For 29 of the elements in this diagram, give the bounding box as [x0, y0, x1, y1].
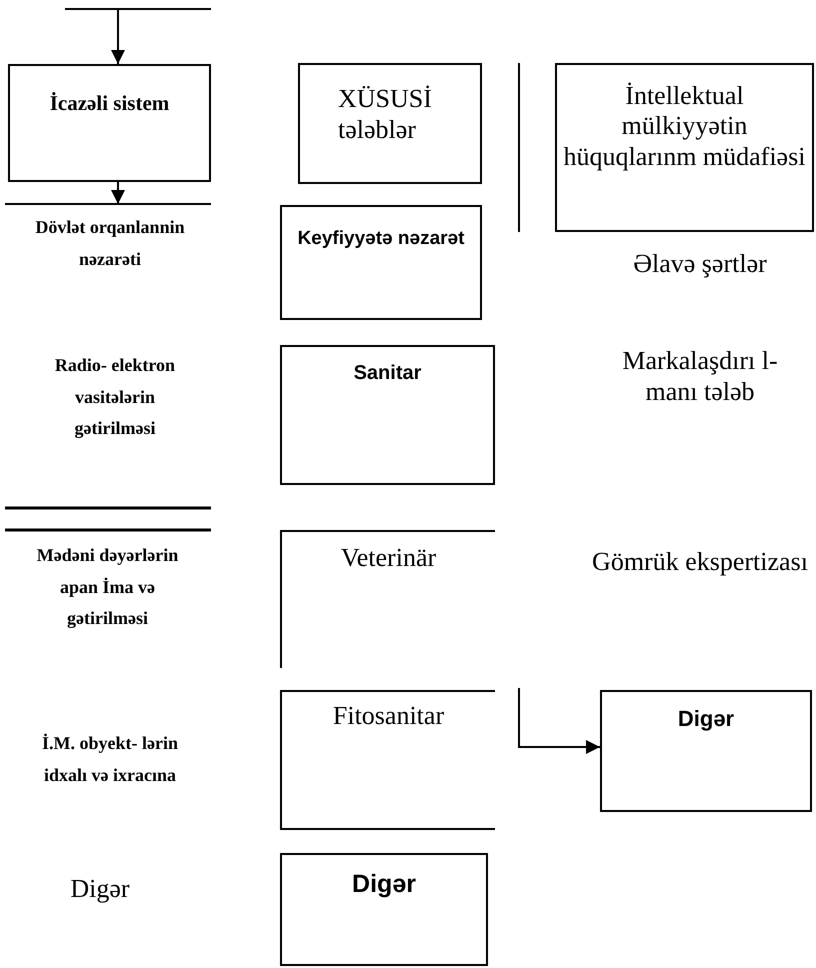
text-label: Markalaşdırı l- manı tələb — [621, 345, 779, 408]
box-label: Veterinär — [340, 542, 438, 574]
box-label: Sanitar — [352, 361, 422, 385]
process-box — [280, 530, 495, 668]
category-label: Dövlət orqanlannin nəzarəti — [34, 216, 186, 270]
process-box — [298, 63, 482, 184]
text-label: Digər — [69, 873, 131, 904]
box-label: İcazəli sistem — [48, 90, 170, 117]
arrow — [518, 700, 600, 754]
process-box — [600, 690, 812, 812]
box-label: İntellektual mülkiyyətin hüquqlarınm müdafiəsi — [563, 81, 806, 172]
process-box — [280, 345, 495, 485]
box-label: Keyfiyyətə nəzarət — [296, 227, 466, 251]
category-label: İ.M. obyekt- lərin idxalı və ixracına — [41, 732, 179, 786]
box-label: Fitosanitar — [332, 700, 446, 732]
category-label: Mədəni dəyərlərin apan İma və gətirilməsi — [36, 544, 180, 630]
text-label: Gömrük ekspertizası — [591, 546, 809, 578]
process-box — [555, 63, 814, 232]
process-box — [280, 853, 488, 966]
process-box — [8, 64, 211, 182]
process-box — [280, 205, 482, 320]
text-label: Əlavə şərtlər — [632, 248, 768, 280]
process-box — [280, 690, 495, 830]
arrow — [111, 10, 125, 64]
arrow — [111, 182, 125, 204]
box-label: Digər — [676, 706, 736, 732]
box-label: XÜSUSİ tələblər — [338, 83, 433, 146]
box-label: Digər — [351, 869, 417, 899]
category-label: Radio- elektron vasitələrin gətirilməsi — [54, 354, 176, 440]
